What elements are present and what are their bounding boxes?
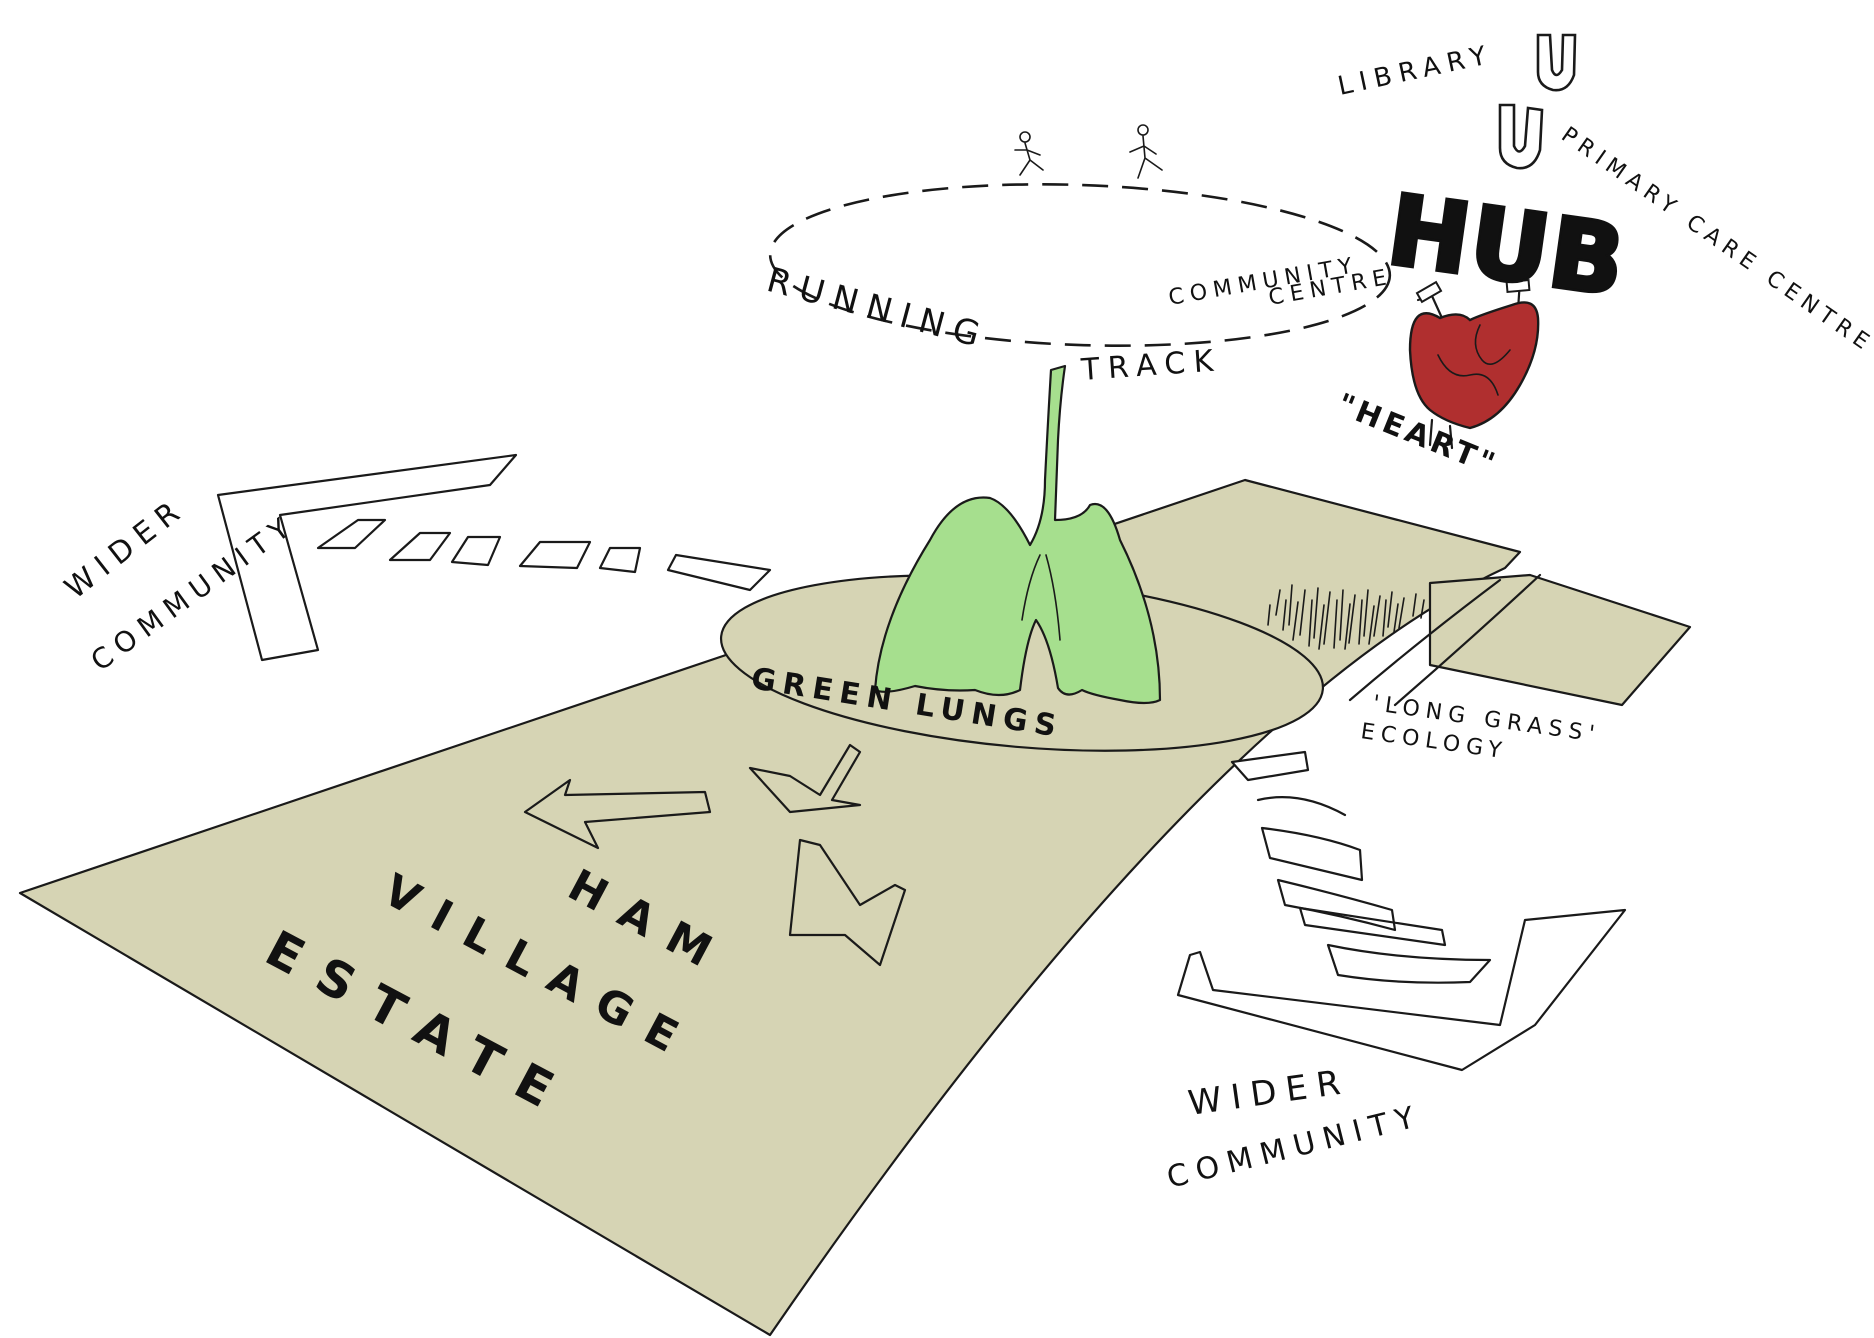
library-label: LIBRARY <box>1335 40 1496 102</box>
runner-icon <box>1130 125 1162 178</box>
right-access-arrow <box>1178 752 1625 1070</box>
u-shape-icon <box>1500 105 1542 168</box>
track-label: TRACK <box>1079 343 1223 388</box>
runner-icon <box>1015 132 1043 175</box>
left-access-arrow <box>218 455 770 660</box>
u-shape-icon <box>1538 35 1575 90</box>
running-label: RUNNING <box>763 260 993 358</box>
lungs-icon <box>875 366 1160 703</box>
wider-community-right-label-1: WIDER <box>1186 1062 1353 1124</box>
